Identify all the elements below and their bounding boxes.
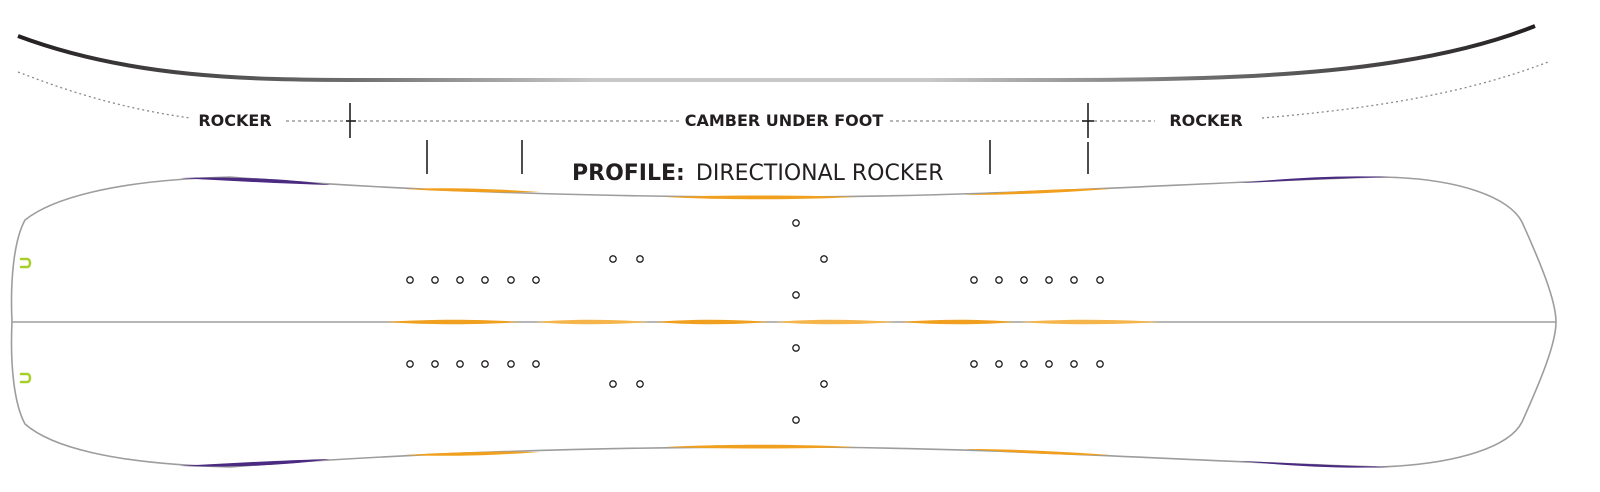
insert-hole-icon — [970, 360, 978, 368]
rocker-edge-accents — [180, 176, 1390, 468]
insert-hole-icon — [820, 380, 828, 388]
insert-hole-icon — [970, 276, 978, 284]
insert-hole-icon — [1045, 360, 1053, 368]
tip-hook-icon — [19, 257, 32, 384]
insert-hole-icon — [609, 380, 617, 388]
insert-hole-icon — [792, 219, 800, 227]
insert-hole-icon — [507, 360, 515, 368]
insert-hole-icon — [481, 276, 489, 284]
insert-hole-icon — [507, 276, 515, 284]
insert-hole-icon — [406, 276, 414, 284]
insert-hole-icon — [609, 255, 617, 263]
profile-title: PROFILE: DIRECTIONAL ROCKER — [572, 161, 943, 186]
profile-title-prefix: PROFILE: — [572, 161, 685, 186]
insert-hole-icon — [820, 255, 828, 263]
insert-hole-icon — [481, 360, 489, 368]
insert-hole-icon — [636, 380, 644, 388]
insert-hole-icon — [1096, 360, 1104, 368]
zone-label-right-rocker: ROCKER — [1169, 111, 1242, 130]
insert-hole-icon — [456, 360, 464, 368]
insert-hole-icon — [792, 344, 800, 352]
insert-hole-icon — [792, 416, 800, 424]
insert-hole-icon — [1070, 276, 1078, 284]
insert-hole-icon — [1096, 276, 1104, 284]
zone-markers — [346, 103, 1094, 174]
insert-hole-icon — [431, 360, 439, 368]
insert-hole-icon — [532, 360, 540, 368]
insert-hole-icon — [1070, 360, 1078, 368]
binding-inserts — [406, 219, 1104, 424]
insert-hole-icon — [431, 276, 439, 284]
insert-hole-icon — [406, 360, 414, 368]
insert-hole-icon — [636, 255, 644, 263]
board-profile-line — [17, 24, 1536, 82]
zone-label-camber: CAMBER UNDER FOOT — [685, 111, 884, 130]
profile-title-value: DIRECTIONAL ROCKER — [696, 161, 944, 186]
insert-hole-icon — [1020, 276, 1028, 284]
camber-edge-accents — [405, 188, 1110, 456]
zone-label-left-rocker: ROCKER — [198, 111, 271, 130]
centerline-accents — [385, 319, 1160, 325]
insert-hole-icon — [532, 276, 540, 284]
insert-hole-icon — [995, 276, 1003, 284]
insert-hole-icon — [995, 360, 1003, 368]
insert-hole-icon — [1045, 276, 1053, 284]
insert-hole-icon — [456, 276, 464, 284]
insert-hole-icon — [1020, 360, 1028, 368]
insert-hole-icon — [792, 291, 800, 299]
